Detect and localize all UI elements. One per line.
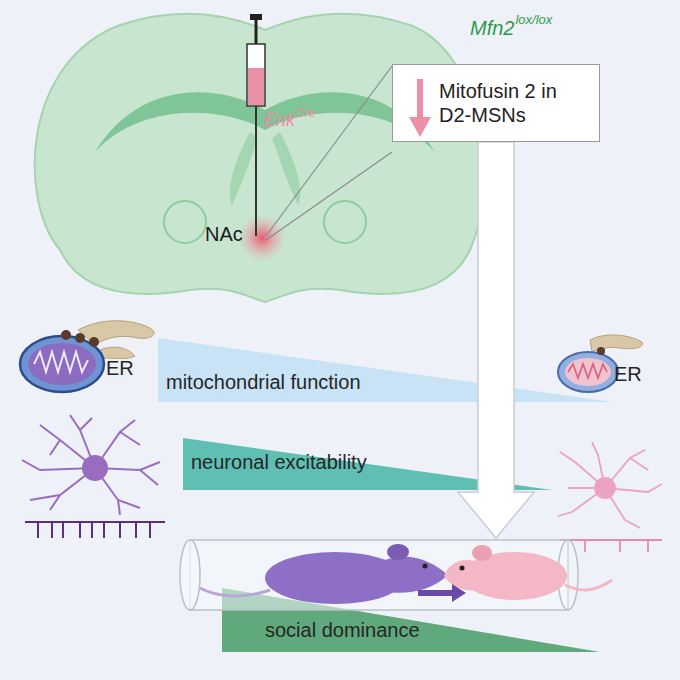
zoom-line [266,152,392,240]
neuron [558,442,662,552]
neuron [22,415,165,538]
band-shape [158,338,612,402]
label: NAc [205,222,243,246]
ventricle [230,132,301,205]
superscript-label: Cre [296,106,315,120]
block-arrow [458,142,534,538]
node-text: neuronal excitability [191,450,552,474]
gradient-band: mitochondrial function [158,338,612,402]
node-text: social dominance [265,618,605,642]
mouse [444,545,612,600]
tube [180,540,578,610]
mitochondrion-er [558,335,642,392]
mouse [200,544,451,604]
gradient-band: neuronal excitability [183,438,552,490]
mitochondrion-er [20,321,154,392]
commissure [164,201,206,243]
push-arrow [418,584,466,602]
zoom-line [266,66,392,236]
syringe [247,14,265,236]
commissure [324,201,366,243]
behavior-band: social dominance [185,538,605,654]
node-text: mitochondrial function [166,370,612,394]
superscript-label: lox/lox [515,12,552,28]
brain-section [35,14,484,302]
label: ER [106,356,134,380]
decrease-arrow [405,79,435,139]
mechanism-box: Mitofusin 2 in D2-MSNs [392,64,600,142]
node-text: Mitofusin 2 in D2-MSNs [439,79,564,127]
label: Mfn2 [470,16,514,40]
label: Enk [264,110,295,132]
label: ER [614,362,642,386]
injection-site [238,214,286,262]
